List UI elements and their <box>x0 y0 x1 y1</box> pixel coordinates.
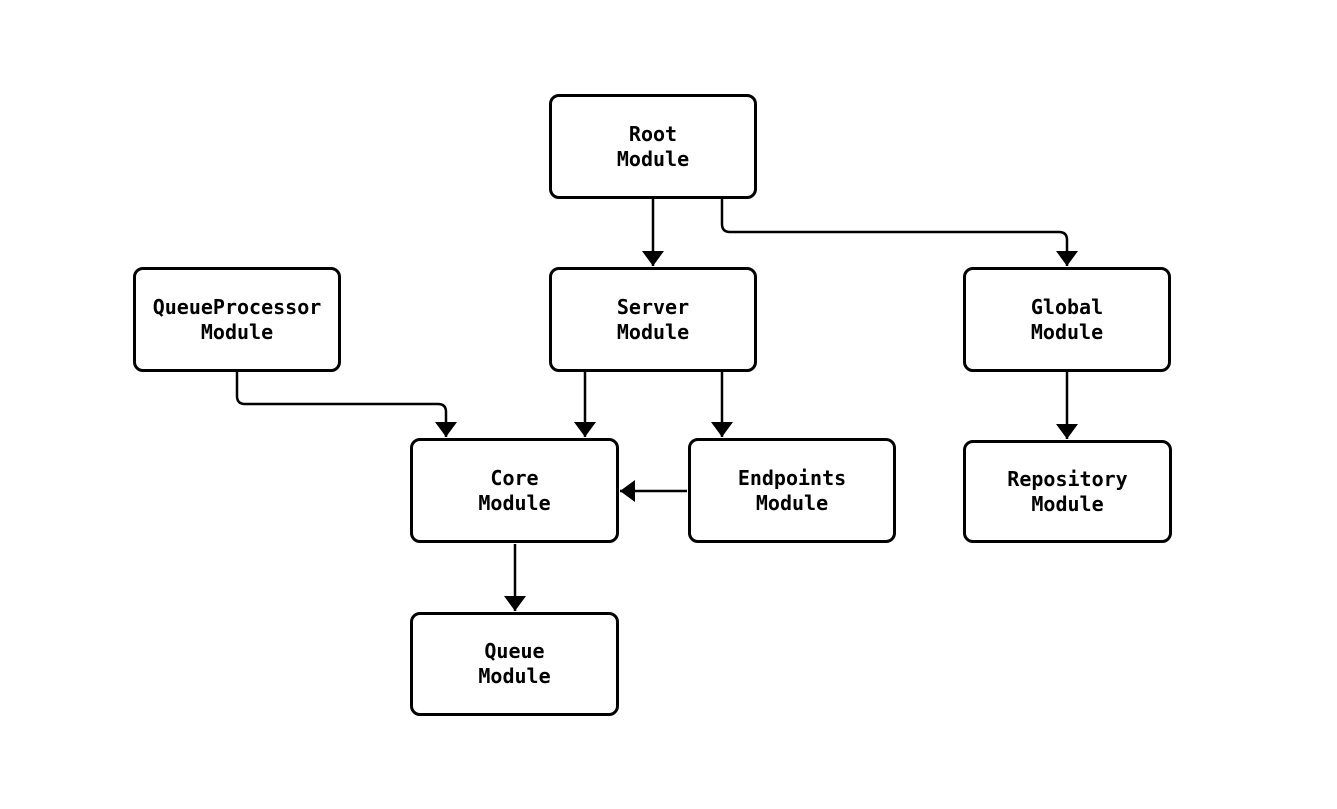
edge-root-to-global <box>720 199 1078 266</box>
node-queueprocessor-module: QueueProcessor Module <box>133 267 341 372</box>
node-label-line: Global <box>1030 294 1104 319</box>
node-label-line: Module <box>616 146 690 171</box>
node-queue-module: Queue Module <box>410 612 619 716</box>
node-repository-module: Repository Module <box>963 440 1172 543</box>
node-label-line: Module <box>1031 491 1104 516</box>
node-label-line: Module <box>616 319 690 344</box>
node-root-module: Root Module <box>549 94 757 199</box>
node-label-line: QueueProcessor <box>152 294 322 319</box>
node-label-line: Core <box>490 465 539 490</box>
node-core-module: Core Module <box>410 438 619 543</box>
node-label-line: Queue <box>484 639 545 663</box>
node-label-line: Server <box>616 294 690 319</box>
node-label-line: Module <box>200 319 274 344</box>
edge-queueprocessor-to-core <box>235 372 457 437</box>
node-label-line: Repository <box>1007 466 1128 491</box>
node-label-line: Module <box>755 490 829 515</box>
node-server-module: Server Module <box>549 267 757 372</box>
node-label-line: Module <box>478 490 551 515</box>
node-label-line: Endpoints <box>737 465 847 490</box>
node-label-line: Module <box>1030 319 1104 344</box>
node-endpoints-module: Endpoints Module <box>688 438 896 543</box>
node-label-line: Root <box>628 121 678 146</box>
node-global-module: Global Module <box>963 267 1171 372</box>
node-label-line: Module <box>478 664 551 688</box>
